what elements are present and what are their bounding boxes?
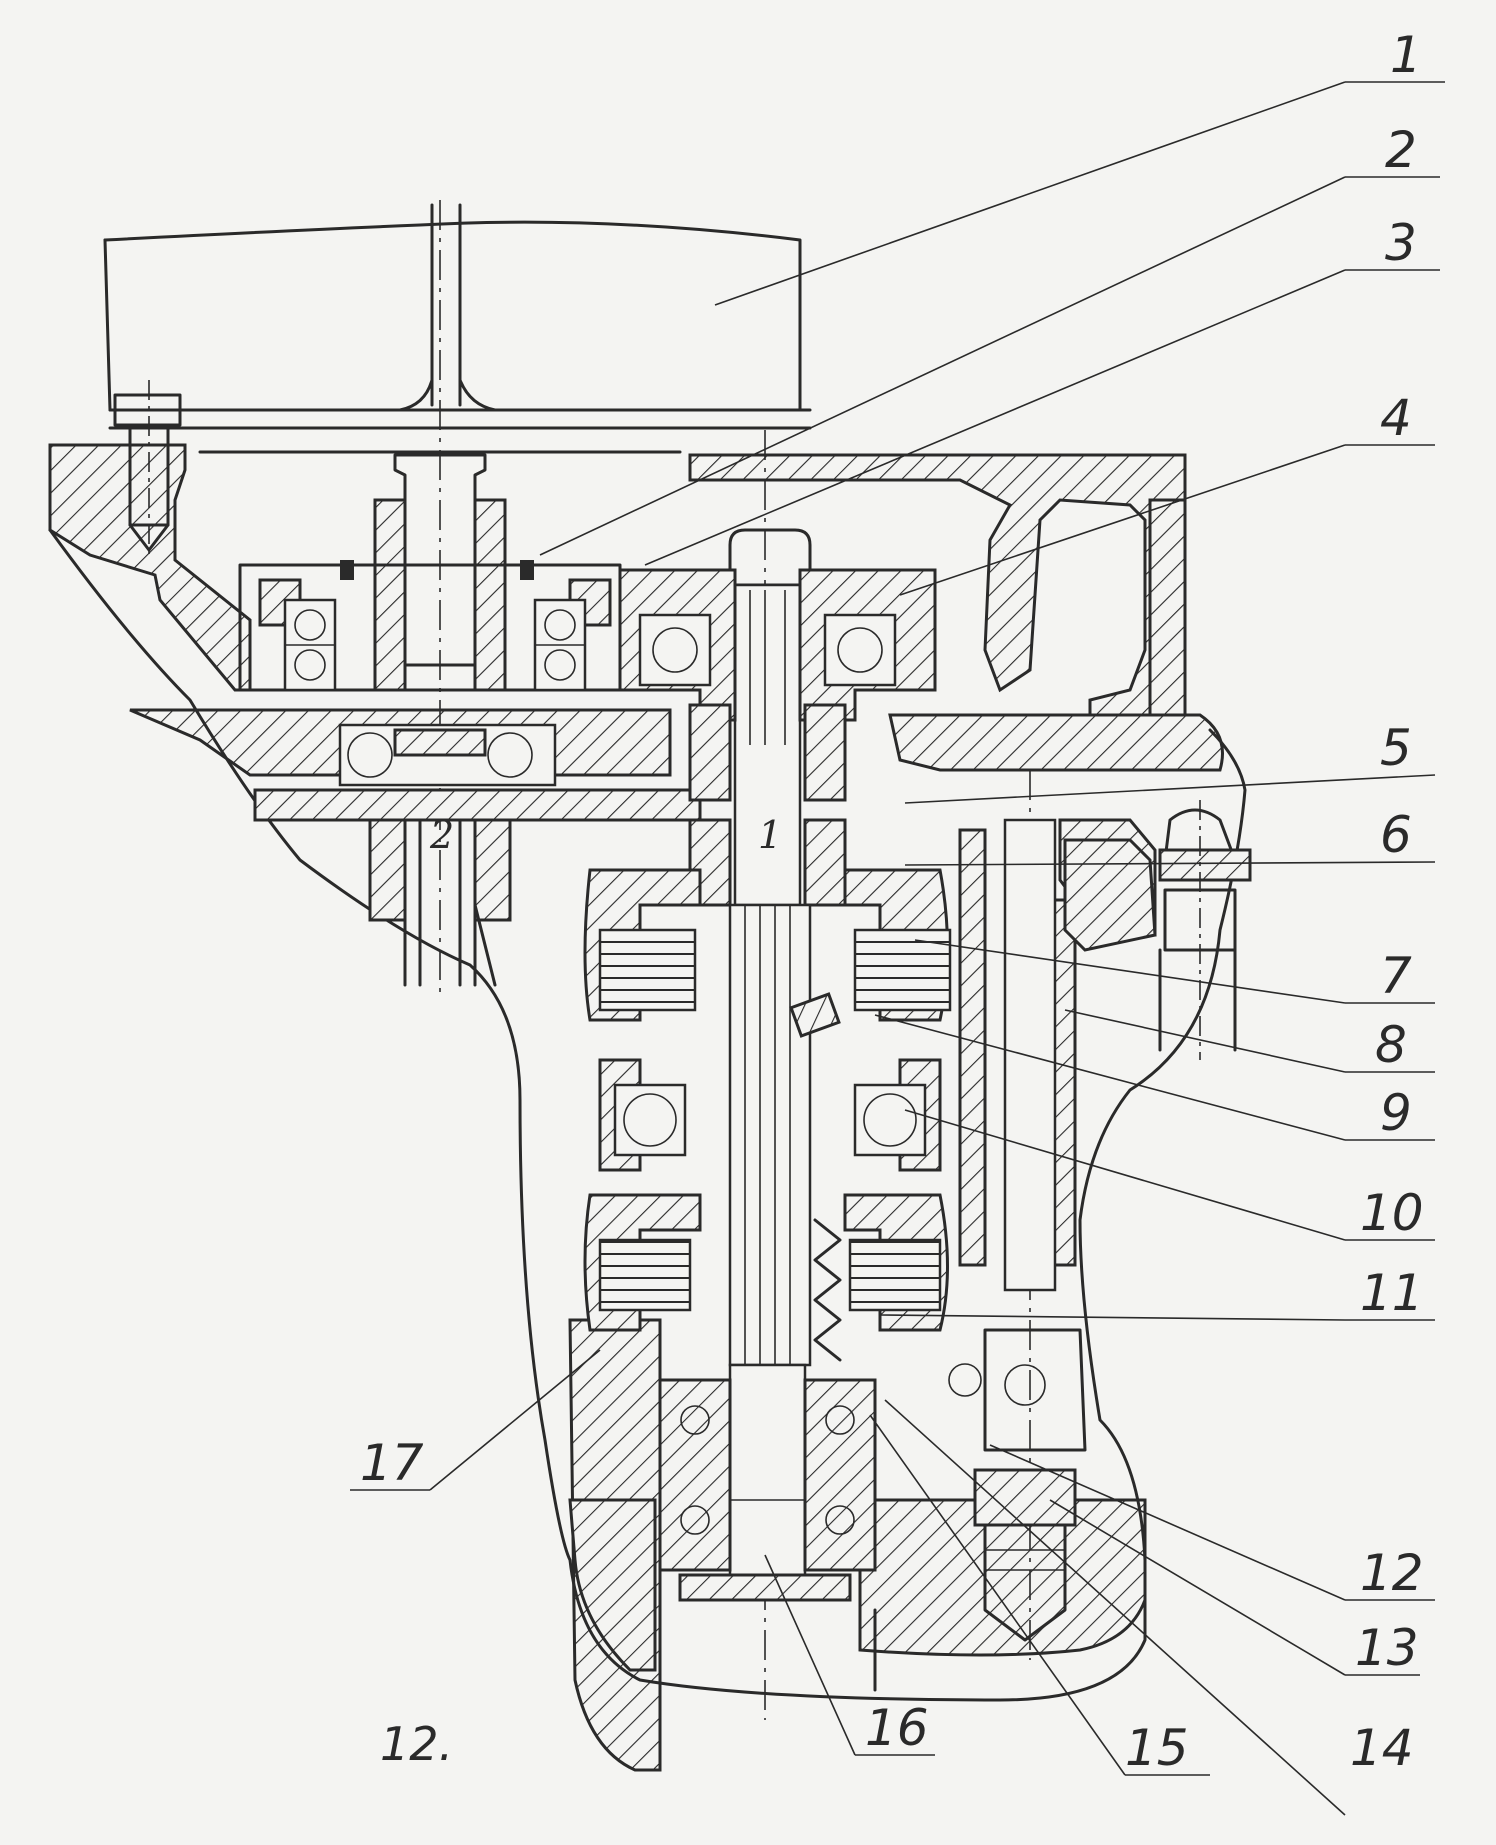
shaft-1-label: 1: [758, 813, 782, 857]
callout-4: 4: [1380, 389, 1412, 447]
bearing-top-right: [823, 613, 897, 687]
shaft-2-label: 2: [429, 813, 454, 857]
gear-cluster: [583, 868, 952, 1362]
callout-6: 6: [1380, 806, 1412, 864]
bearing-middle-left: [598, 1058, 687, 1172]
callout-5: 5: [1380, 719, 1412, 777]
callout-numbers: 1 2 3 4 5 6 7 8 9 10 11 12 13 14 15 16 1…: [360, 26, 1424, 1777]
callout-8: 8: [1375, 1016, 1407, 1074]
callout-13: 13: [1355, 1619, 1419, 1677]
bearing-top-left: [638, 613, 712, 687]
flange-bolt: [113, 380, 182, 560]
callout-10: 10: [1360, 1184, 1424, 1242]
needle-bearings: [688, 703, 847, 907]
callout-11: 11: [1360, 1264, 1424, 1322]
bearing-middle-right: [853, 1058, 942, 1172]
bearing-left-pair: [283, 598, 337, 692]
bearing-right-pair: [533, 598, 587, 692]
callout-15: 15: [1125, 1719, 1189, 1777]
pivot-lever: [1158, 800, 1252, 1060]
selector-shaft: [948, 770, 1157, 1660]
bearing-lower-row: [338, 723, 557, 787]
leader-lines: [350, 81, 1445, 1816]
callout-3: 3: [1385, 214, 1417, 272]
callout-17: 17: [360, 1434, 424, 1492]
callout-7: 7: [1380, 947, 1412, 1005]
callout-14: 14: [1350, 1719, 1414, 1777]
callout-1: 1: [1390, 26, 1422, 84]
shaft-1-assembly: [618, 430, 937, 1720]
callout-2: 2: [1385, 121, 1417, 179]
figure-label: 12.: [380, 1717, 453, 1771]
callout-9: 9: [1380, 1084, 1412, 1142]
bottom-bearing-stack: [658, 1378, 877, 1692]
motor-housing: [103, 203, 812, 454]
callout-12: 12: [1360, 1544, 1424, 1602]
callout-16: 16: [865, 1699, 929, 1757]
shaft-2-assembly: [238, 200, 702, 1000]
